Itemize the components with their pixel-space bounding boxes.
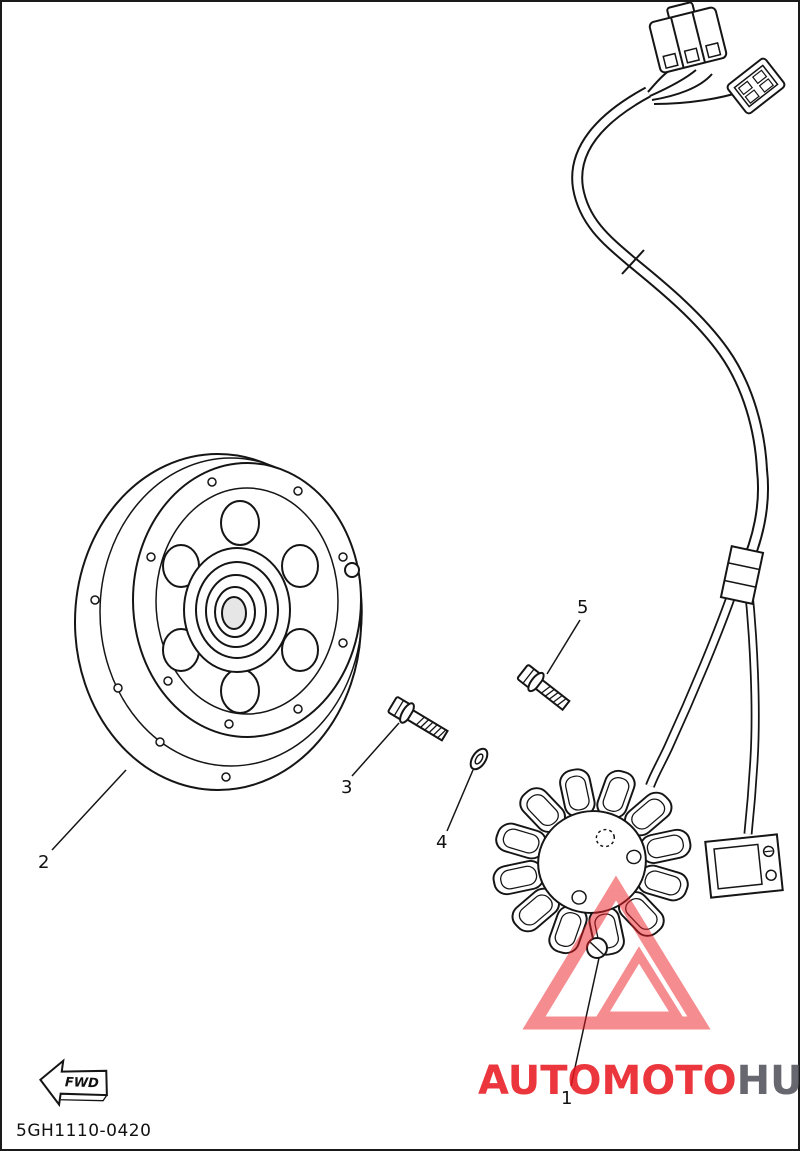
flange-bolt-5 [516, 664, 571, 712]
flywheel-rim-edge [99, 457, 363, 767]
callout-2: 2 [38, 852, 49, 873]
watermark-triangle-outer [522, 875, 711, 1030]
part-code: 5GH1110-0420 [16, 1121, 151, 1141]
callout-labels: 1 2 3 4 5 [38, 597, 588, 1109]
callout-3: 3 [341, 777, 352, 798]
callout-1: 1 [561, 1088, 572, 1109]
main-connector [648, 1, 728, 74]
fwd-arrow: FWD [39, 1058, 108, 1108]
leader-line-4 [446, 769, 474, 832]
leader-line-3 [351, 722, 400, 777]
bolt-3-threads [415, 716, 447, 739]
leader-line-5 [546, 619, 581, 675]
flywheel-rivets [146, 477, 348, 729]
flywheel-hub [183, 547, 291, 673]
stator-connector-block [704, 833, 784, 899]
washer-4 [469, 747, 489, 771]
secondary-connector [726, 57, 786, 115]
watermark-text-primary: AUTOMOTO [478, 1058, 737, 1104]
watermark-text: AUTOMOTOHUB [478, 1058, 800, 1104]
wire-harness [571, 65, 770, 835]
flywheel-face-ring [155, 487, 339, 715]
watermark-text-secondary: HUB [737, 1058, 800, 1104]
flange-bolt-3 [387, 696, 449, 742]
callout-5: 5 [577, 597, 588, 618]
flywheel-wall-rivets [90, 595, 231, 782]
fwd-label: FWD [65, 1075, 100, 1091]
flywheel-rotor [74, 453, 363, 791]
watermark-triangle-inner [594, 946, 686, 1021]
stator-plate-hole [626, 849, 642, 865]
flywheel-holes [162, 500, 319, 714]
harness-tick [621, 249, 645, 275]
callout-4: 4 [436, 832, 447, 853]
watermark-logo [522, 875, 711, 1030]
stator-plate-hole-2 [571, 890, 587, 905]
bolt-5-threads [540, 685, 567, 706]
harness-tape-band [719, 545, 765, 605]
flywheel-keyway-mark [344, 562, 360, 578]
stator-plate-dashed-hole [595, 828, 616, 848]
leader-line-2 [51, 769, 127, 851]
